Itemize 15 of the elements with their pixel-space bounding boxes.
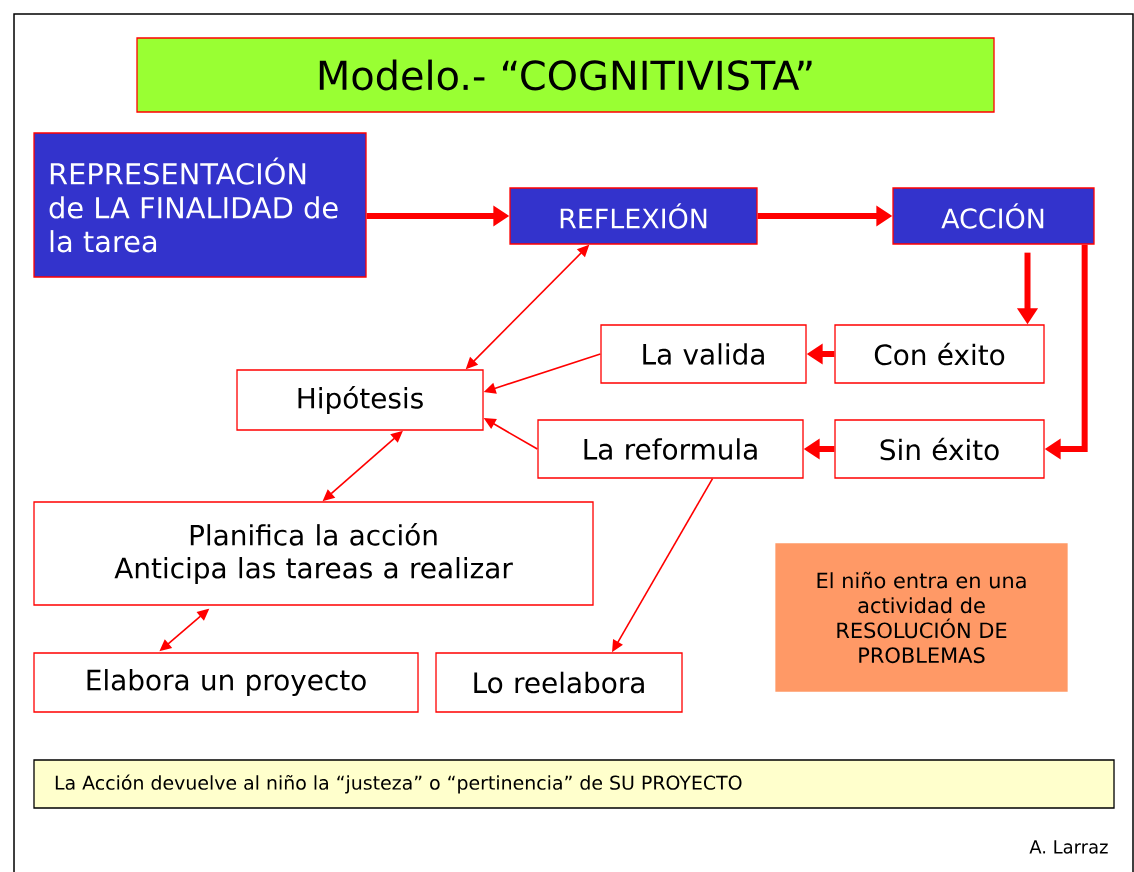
process-box: REPRESENTACIÓN de LA FINALIDAD de la tarea [33,132,367,278]
process-box: ACCIÓN [892,187,1095,245]
process-box: Planifica la acción Anticipa las tareas a realizar [33,501,594,606]
process-box: Hipótesis [236,369,484,431]
process-box: La valida [600,324,807,384]
process-box: Elabora un proyecto [33,652,419,713]
process-box: REFLEXIÓN [509,187,758,245]
note-box: El niño entra en una actividad de RESOLUCIÓN DE PROBLEMAS [775,543,1068,692]
process-box: Sin éxito [834,419,1045,479]
process-box: Lo reelabora [435,652,683,713]
process-box: Con éxito [834,324,1045,384]
title-box: Modelo.- “COGNITIVISTA” [136,37,995,113]
author-credit: A. Larraz [1029,840,1108,854]
process-box: La reformula [537,419,804,479]
note-box: La Acción devuelve al niño la “justeza” o “pertinencia” de SU PROYECTO [33,759,1115,809]
